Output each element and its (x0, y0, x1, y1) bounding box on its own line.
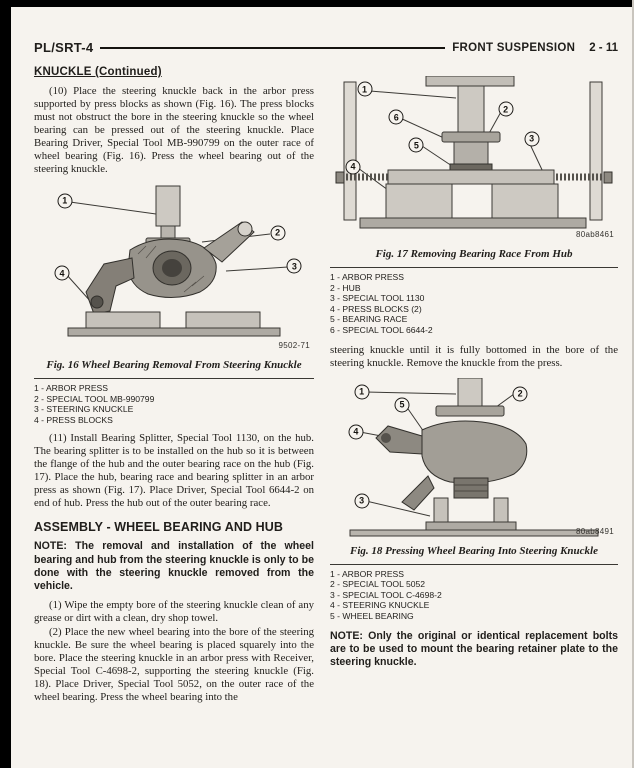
figure-16-canvas: 9502-71 1 2 3 4 (34, 184, 314, 352)
model-code: PL/SRT-4 (34, 40, 94, 55)
figure-legend-item: 5 - BEARING RACE (330, 314, 408, 325)
figure-callout-4: 4 (348, 424, 364, 440)
figure-callout-4: 4 (345, 159, 361, 175)
figure-16-caption: Fig. 16 Wheel Bearing Removal From Steer… (46, 359, 302, 371)
scan-edge-right (632, 0, 634, 768)
figure-callout-1: 1 (57, 193, 73, 209)
figure-legend-item: 1 - ARBOR PRESS (330, 272, 405, 282)
figure-18-code: 80ab8491 (576, 526, 614, 536)
figure-18: 80ab8491 1 5 2 4 3 Fig. 18 Pressing Wheel Be… (330, 377, 618, 622)
assembly-heading: ASSEMBLY - WHEEL BEARING AND HUB (34, 520, 284, 535)
scan-edge-left (0, 0, 11, 768)
figure-callout-5: 5 (408, 137, 424, 153)
para-continuation: steering knuckle until it is fully botto… (330, 343, 618, 369)
figure-callout-6: 6 (388, 109, 404, 125)
figure-callout-1: 1 (357, 81, 373, 97)
figure-18-canvas: 80ab8491 1 5 2 4 3 (330, 377, 618, 538)
figure-callout-3: 3 (286, 258, 302, 274)
figure-legend-item: 3 - STEERING KNUCKLE (34, 404, 134, 415)
figure-legend-item: 4 - STEERING KNUCKLE (330, 600, 430, 611)
knuckle-heading: KNUCKLE (Continued) (34, 66, 162, 78)
note-wheel-bearing: NOTE: The removal and installation of th… (34, 540, 314, 592)
figure-17-caption: Fig. 17 Removing Bearing Race From Hub (375, 248, 573, 260)
header-rule (100, 47, 446, 49)
fig16-illustration (65, 185, 289, 337)
fig17-illustration (335, 76, 613, 229)
figure-legend-item: 2 - SPECIAL TOOL 5052 (330, 579, 426, 590)
fig18-illustration (349, 377, 599, 537)
figure-18-caption: Fig. 18 Pressing Wheel Bearing Into Stee… (350, 544, 598, 557)
figure-legend-item: 6 - SPECIAL TOOL 6644-2 (330, 324, 433, 335)
left-column: KNUCKLE (Continued) (10) Place the steer… (34, 64, 314, 704)
para-step-10: (10) Place the steering knuckle back in … (34, 85, 314, 175)
figure-legend-item: 2 - SPECIAL TOOL MB-990799 (34, 393, 155, 404)
scan-edge-top (0, 0, 634, 7)
figure-callout-1: 1 (354, 384, 370, 400)
figure-callout-2: 2 (498, 101, 514, 117)
figure-legend-item: 3 - SPECIAL TOOL C-4698-2 (330, 589, 442, 600)
figure-callout-3: 3 (354, 493, 370, 509)
figure-legend-item: 1 - ARBOR PRESS (330, 568, 405, 579)
para-step-1: (1) Wipe the empty bore of the steering … (34, 599, 314, 625)
figure-17-code: 80ab8461 (576, 230, 614, 239)
figure-16-code: 9502-71 (278, 341, 310, 350)
figure-legend-item: 4 - PRESS BLOCKS (2) (330, 303, 422, 314)
figure-legend-item: 3 - SPECIAL TOOL 1130 (330, 293, 425, 304)
figure-legend-item: 1 - ARBOR PRESS (34, 383, 109, 393)
page-number: 2 - 11 (589, 41, 618, 54)
figure-legend-item: 4 - PRESS BLOCKS (34, 414, 113, 425)
figure-16: 9502-71 1 2 3 4 Fig. 16 Wheel Bearing Remov… (34, 184, 314, 425)
page-header: PL/SRT-4 FRONT SUSPENSION 2 - 11 (34, 40, 618, 55)
para-step-2: (2) Place the new wheel bearing into the… (34, 626, 314, 704)
figure-callout-5: 5 (394, 397, 410, 413)
figure-callout-3: 3 (524, 131, 540, 147)
para-step-11: (11) Install Bearing Splitter, Special T… (34, 432, 314, 510)
section-title: FRONT SUSPENSION (452, 41, 576, 54)
figure-callout-2: 2 (270, 225, 286, 241)
figure-legend-item: 2 - HUB (330, 282, 361, 293)
figure-callout-4: 4 (54, 265, 70, 281)
note-retainer-bolts: NOTE: Only the original or identical rep… (330, 629, 618, 668)
figure-callout-2: 2 (512, 386, 528, 402)
figure-legend-item: 5 - WHEEL BEARING (330, 610, 414, 621)
